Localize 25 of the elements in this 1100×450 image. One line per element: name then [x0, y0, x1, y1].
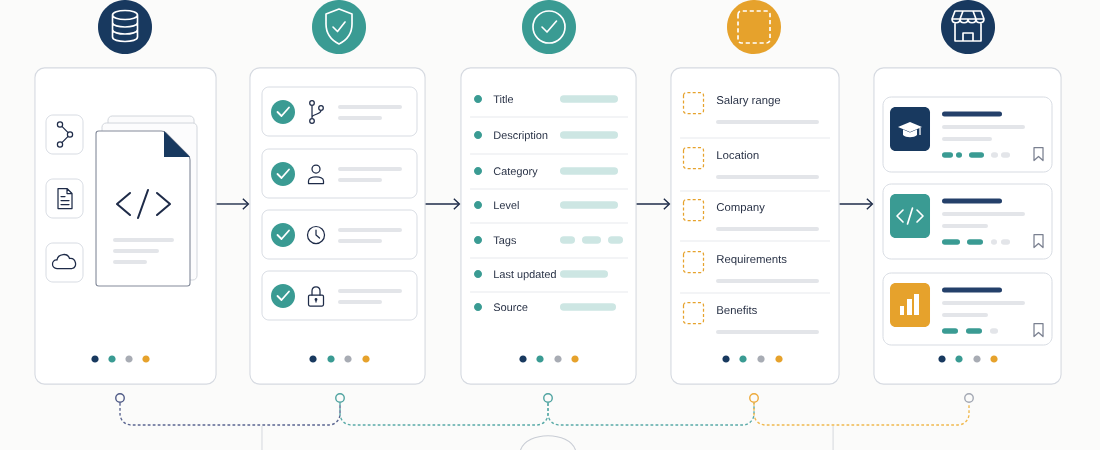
connector-ring — [964, 393, 974, 403]
field-label: Tags — [493, 236, 516, 247]
connector-ring — [543, 393, 553, 403]
arrow — [424, 198, 461, 210]
connector-ring — [749, 393, 759, 403]
dashed-connector — [753, 402, 970, 426]
field-label: Requirements — [717, 254, 787, 266]
field-label: Benefits — [717, 305, 757, 315]
arrow — [635, 198, 671, 210]
field-label: Salary range — [716, 95, 781, 107]
field-label: Last updated — [494, 270, 556, 281]
field-label: Title — [493, 95, 514, 104]
dashed-connector — [119, 402, 341, 426]
field-label: Location — [717, 150, 759, 160]
field-label: Company — [716, 203, 765, 214]
field-label: Level — [494, 201, 519, 210]
dashed-connector — [339, 402, 549, 426]
field-label: Description — [494, 131, 548, 142]
arrow — [838, 198, 874, 210]
dashed-connector — [547, 402, 755, 426]
arrow — [215, 198, 250, 210]
connector-ring — [115, 393, 125, 403]
field-label: Source — [493, 303, 528, 312]
connector-ring — [335, 393, 345, 403]
field-label: Category — [493, 167, 538, 178]
